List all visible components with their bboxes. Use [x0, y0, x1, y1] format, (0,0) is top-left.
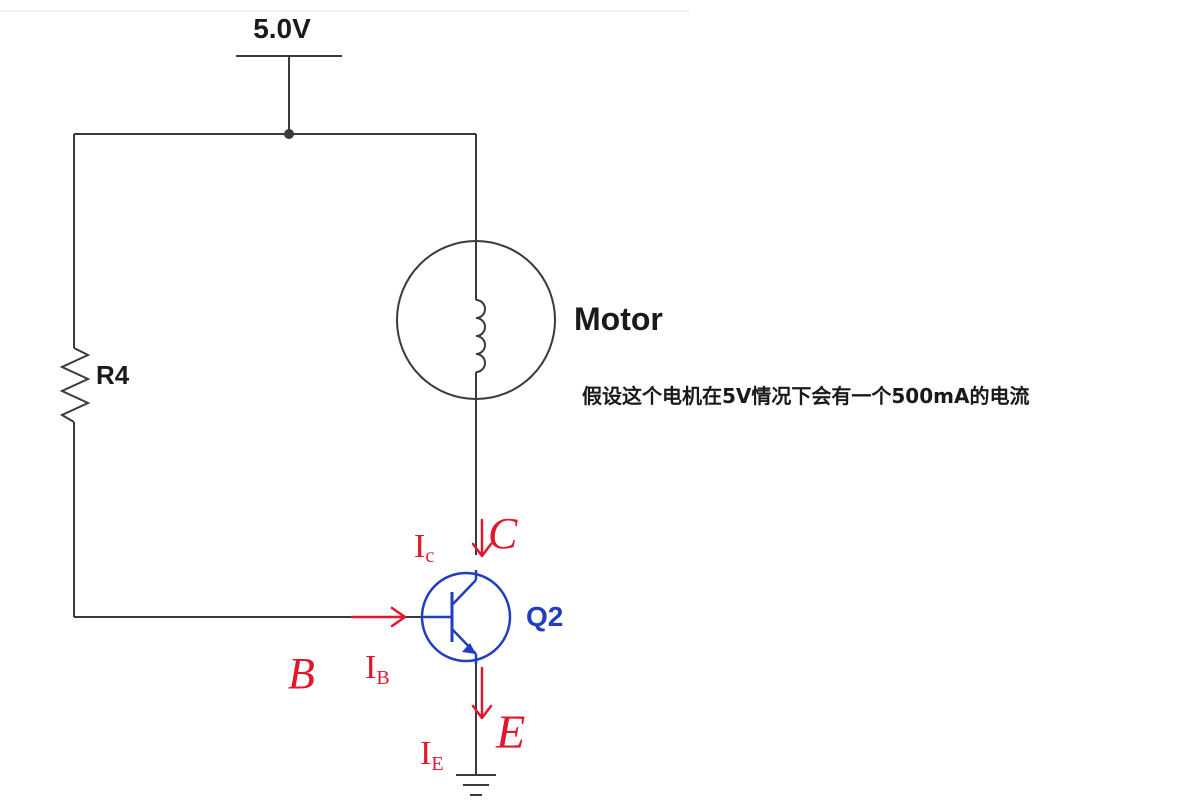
ie-sub: E — [431, 753, 443, 775]
base-current-arrow — [350, 606, 407, 628]
resistor-zigzag-icon — [59, 347, 91, 423]
ie-main: I — [420, 735, 431, 772]
transistor-label: Q2 — [526, 601, 563, 632]
resistor-label: R4 — [96, 360, 130, 390]
emitter-current-label: IE — [420, 735, 444, 775]
handwritten-annotations — [350, 518, 493, 720]
base-current-label: IB — [365, 649, 390, 689]
ic-sub: c — [425, 545, 434, 567]
ground-icon — [456, 774, 496, 796]
motor-label: Motor — [574, 301, 663, 337]
emitter-current-arrow — [471, 666, 493, 720]
current-assumption-note: 假设这个电机在5V情况下会有一个500mA的电流 — [582, 384, 1029, 408]
collector-current-arrow — [471, 518, 493, 558]
emitter-letter: E — [495, 706, 525, 759]
ib-sub: B — [376, 667, 389, 689]
collector-current-label: Ic — [414, 528, 434, 567]
npn-transistor-icon — [420, 570, 512, 664]
collector-letter: C — [488, 509, 518, 558]
supply-voltage-label: 5.0V — [253, 13, 311, 44]
base-letter: B — [288, 649, 315, 698]
ib-main: I — [365, 649, 376, 686]
ic-main: I — [414, 528, 425, 565]
